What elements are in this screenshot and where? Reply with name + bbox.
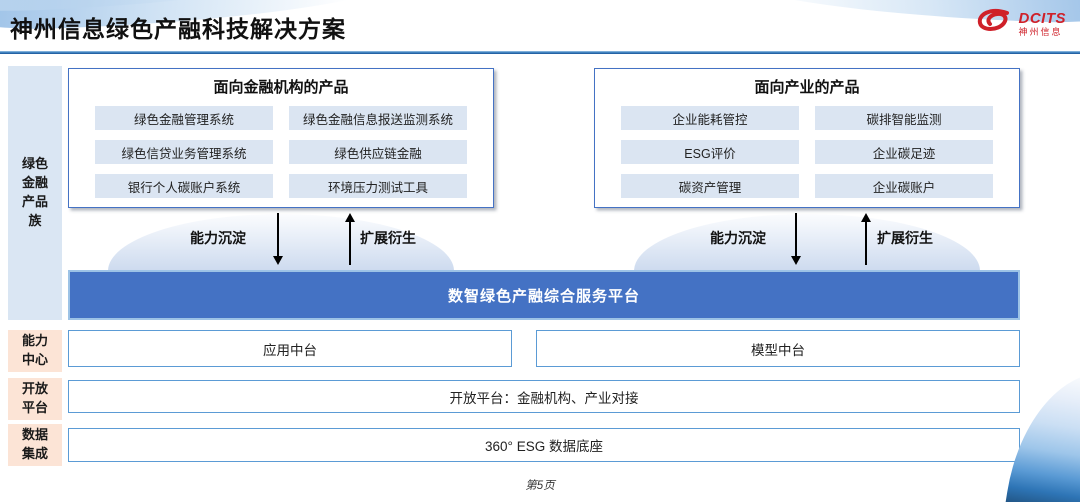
industry-products-title: 面向产业的产品	[754, 79, 860, 96]
capability-deposit-label-right: 能力沉淀	[710, 230, 766, 246]
down-arrow-icon	[790, 213, 802, 265]
logo-text: DCITS 神州信息	[1019, 11, 1067, 37]
logo-brand: DCITS	[1018, 9, 1066, 27]
page-title: 神州信息绿色产融科技解决方案	[10, 16, 346, 42]
right-dome-decoration	[594, 212, 1020, 270]
logo-brand-chinese: 神州信息	[1018, 26, 1063, 37]
product-pill: 绿色金融管理系统	[95, 106, 273, 130]
product-pill: 企业能耗管控	[621, 106, 799, 130]
product-pill: 绿色供应链金融	[289, 140, 467, 164]
product-pill: 企业碳足迹	[815, 140, 993, 164]
product-pill: 企业碳账户	[815, 174, 993, 198]
product-pill: 绿色信贷业务管理系统	[95, 140, 273, 164]
sidebar-label-capability-center: 能力中心	[8, 330, 62, 372]
product-pill: 环境压力测试工具	[289, 174, 467, 198]
industry-products-box: 面向产业的产品 企业能耗管控 碳排智能监测 ESG评价 企业碳足迹 碳资产管理 …	[594, 68, 1020, 208]
up-arrow-icon	[860, 213, 872, 265]
left-dome-decoration	[68, 212, 494, 270]
page-number: 第5页	[525, 480, 555, 492]
esg-data-base-box: 360° ESG 数据底座	[68, 428, 1020, 462]
product-pill: ESG评价	[621, 140, 799, 164]
sidebar-label-open-platform: 开放平台	[8, 378, 62, 420]
extend-derive-label-left: 扩展衍生	[360, 230, 416, 246]
sidebar-label-open-platform-text: 开放平台	[21, 381, 48, 415]
finance-products-box: 面向金融机构的产品 绿色金融管理系统 绿色金融信息报送监测系统 绿色信贷业务管理…	[68, 68, 494, 208]
industry-products-grid: 企业能耗管控 碳排智能监测 ESG评价 企业碳足迹 碳资产管理 企业碳账户	[621, 106, 993, 198]
capability-deposit-label-left: 能力沉淀	[190, 230, 246, 246]
platform-bar-title: 数智绿色产融综合服务平台	[447, 287, 640, 305]
open-platform-box: 开放平台：金融机构、产业对接	[68, 380, 1020, 413]
company-logo: DCITS 神州信息	[974, 6, 1067, 41]
sidebar-label-data-integration: 数据集成	[8, 424, 62, 466]
product-pill: 碳排智能监测	[815, 106, 993, 130]
logo-swoosh-icon	[974, 6, 1014, 41]
sidebar-label-product-family: 绿色金融产品族	[8, 66, 62, 320]
finance-products-title: 面向金融机构的产品	[213, 79, 349, 96]
sidebar-label-product-family-text: 绿色金融产品族	[21, 156, 48, 228]
sidebar-label-capability-center-text: 能力中心	[21, 333, 48, 367]
product-pill: 碳资产管理	[621, 174, 799, 198]
model-middle-platform-box: 模型中台	[536, 330, 1020, 367]
header: 神州信息绿色产融科技解决方案 DCITS 神州信息	[0, 0, 1080, 54]
extend-derive-label-right: 扩展衍生	[877, 230, 933, 246]
product-pill: 绿色金融信息报送监测系统	[289, 106, 467, 130]
product-pill: 银行个人碳账户系统	[95, 174, 273, 198]
platform-bar: 数智绿色产融综合服务平台	[68, 270, 1020, 320]
finance-products-grid: 绿色金融管理系统 绿色金融信息报送监测系统 绿色信贷业务管理系统 绿色供应链金融…	[95, 106, 467, 198]
application-middle-platform-box: 应用中台	[68, 330, 512, 367]
down-arrow-icon	[272, 213, 284, 265]
up-arrow-icon	[344, 213, 356, 265]
header-divider-line	[0, 51, 1080, 54]
sidebar-label-data-integration-text: 数据集成	[21, 427, 48, 461]
